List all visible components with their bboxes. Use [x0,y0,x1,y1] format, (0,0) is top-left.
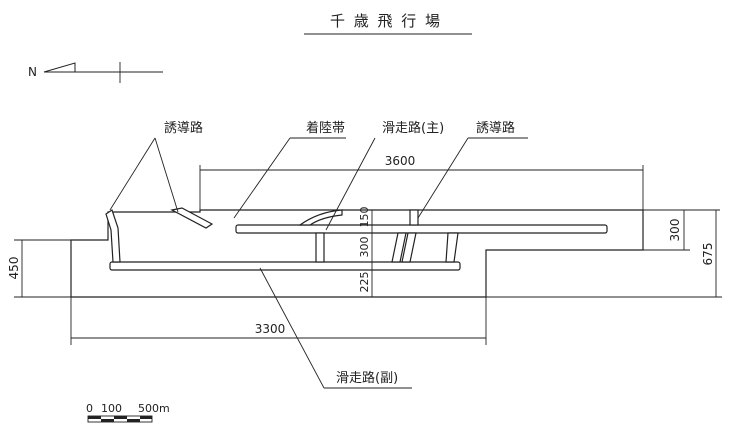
dim-strip-150: 150 [358,207,371,228]
label-taxiway-right: 誘導路 [476,120,515,136]
north-arrow-icon: N [28,62,163,83]
dim-strip-300: 300 [358,237,371,258]
taxiway-left [105,209,121,263]
label-taxiway-left: 誘導路 [164,120,203,136]
label-landing-strip: 着陸帯 [306,120,345,136]
connector-2 [391,232,407,263]
main-runway [235,224,608,234]
taxiway-right-stub [409,209,419,226]
dim-width-right-outer: 675 [701,243,715,266]
connector-1 [315,232,325,263]
dim-length-bottom: 3300 [255,322,286,336]
scale-hundred: 100 [101,402,122,415]
label-runway-main: 滑走路(主) [382,120,444,136]
airfield-outline [70,209,644,298]
connector-3 [401,232,417,263]
scale-bar: 0 100 500m [86,402,170,423]
dim-width-right-inner: 300 [668,219,682,242]
north-label: N [28,65,37,79]
scale-zero: 0 [86,402,93,415]
dim-width-left: 450 [7,257,21,280]
sub-runway [109,261,461,271]
scale-five-hundred: 500m [138,402,170,415]
dim-strip-225: 225 [358,272,371,293]
taxiway-left-diagonal [170,207,214,229]
label-runway-sub: 滑走路(副) [336,370,398,386]
taxiway-curve [298,209,343,226]
connector-4 [445,232,459,263]
dim-length-top: 3600 [385,154,416,168]
diagram-title: 千 歳 飛 行 場 [330,12,442,30]
